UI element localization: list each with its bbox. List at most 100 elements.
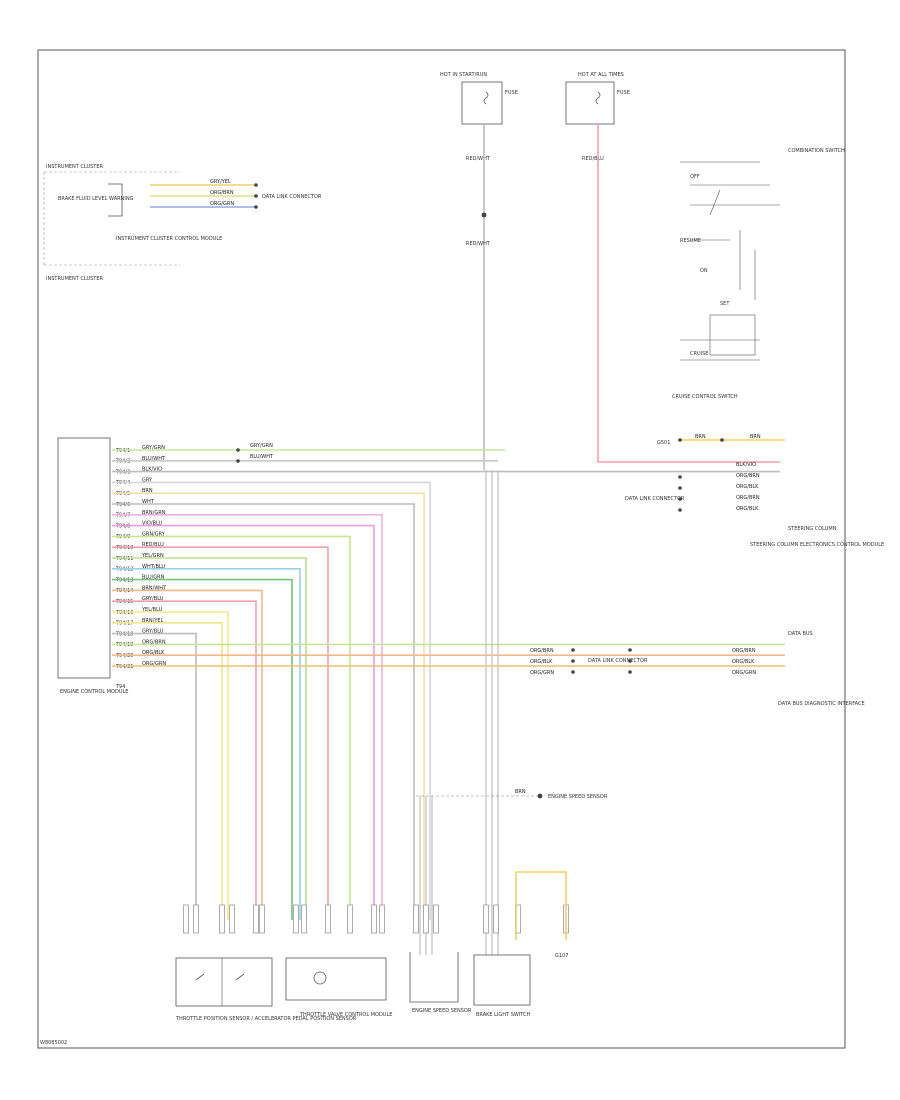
can-left-pin-1 [571, 648, 575, 652]
ecm-wire-label: GRY/BLU [142, 629, 164, 635]
can-left-pin-2 [571, 659, 575, 663]
ecm-wire [112, 513, 383, 920]
ecm-pin-label: T94/8 [115, 523, 130, 529]
ecm-pin-label: T94/13 [115, 577, 133, 583]
fuse-right-symbol [595, 91, 601, 105]
connector-terminal [193, 904, 199, 934]
ecm-wire [112, 546, 329, 920]
connector-terminal [347, 904, 353, 934]
diagram-code: W8085002 [40, 1040, 67, 1046]
brake-ground-label: G107 [555, 953, 568, 959]
ecm-wire-label: ORG/GRN [142, 661, 166, 667]
fuse-right-label: FUSE [617, 90, 630, 96]
ecm-wire-label: BRN [142, 488, 153, 494]
wire-ic-label-2: ORG/BRN [210, 190, 234, 196]
engine-speed-box [409, 952, 459, 1003]
connector-terminal [325, 904, 331, 934]
sc-connector-label: DATA LINK CONNECTOR [625, 496, 685, 502]
ecm-wire-label: GRY [142, 477, 153, 483]
fuse-right-box [565, 81, 615, 125]
connector-terminal [433, 904, 439, 934]
connector-terminal [301, 904, 307, 934]
data-bus: ORG/BRN ORG/BLK ORG/GRN ORG/BRN ORG/BLK … [530, 631, 865, 707]
sc-cm-wire-label-3: ORG/BLK [736, 484, 759, 490]
ecm-wire-label: VIO/BLU [142, 521, 162, 527]
ecm-wire-label: BLK/VIO [142, 467, 162, 473]
ecm-wire [112, 611, 229, 920]
connector-terminal [379, 904, 385, 934]
sc-connector-pin-1 [236, 448, 240, 452]
connector-terminal [229, 904, 235, 934]
ecm-wire-label: GRY/BLU [142, 596, 164, 602]
brake-switch-box [473, 954, 531, 1006]
connector-terminal [483, 904, 489, 934]
brake-light-switch: BRAKE LIGHT SWITCH G107 [473, 871, 568, 1018]
can-right-wire-label-2: ORG/BLK [732, 659, 755, 665]
ic-connector-pin-2 [254, 194, 258, 198]
engine-speed-reference: BRN ENGINE SPEED SENSOR [416, 789, 608, 800]
ecm-wire [112, 589, 263, 920]
tps-box [175, 957, 273, 1007]
ecm-wire [112, 621, 223, 920]
ecm-wire-label: BRN/GRN [142, 510, 166, 516]
tps-caption: THROTTLE POSITION SENSOR / ACCELERATOR P… [175, 1016, 357, 1022]
can-left-wire-label-1: ORG/BRN [530, 648, 554, 654]
can-right-wire-label-1: ORG/BRN [732, 648, 756, 654]
ecm-wire-label: WHT [142, 499, 155, 505]
throttle-module: THROTTLE VALVE CONTROL MODULE [285, 957, 392, 1018]
can-right-pin-2 [628, 659, 632, 663]
ecm-wire [112, 632, 197, 920]
sc-wire-label-2: BLU/WHT [250, 454, 274, 460]
cruise-switch-label-off: OFF [690, 174, 700, 180]
connector-terminal [371, 904, 377, 934]
fuse-left-label: FUSE [505, 90, 518, 96]
throttle-caption: THROTTLE VALVE CONTROL MODULE [299, 1012, 392, 1018]
fuse-left-source-label: HOT IN START/RUN [440, 72, 487, 78]
fuse-right: HOT AT ALL TIMES FUSE RED/BLU [565, 72, 630, 162]
wire-battery-feed [597, 124, 780, 463]
sc-cm-pin-2 [678, 486, 682, 490]
can-left-wire-label-3: ORG/GRN [530, 670, 554, 676]
cruise-switch-label-set: SET [720, 301, 730, 307]
sc-wire-label-1: GRY/GRN [250, 443, 273, 449]
ecm-caption: ENGINE CONTROL MODULE [60, 689, 128, 695]
can-left-pin-3 [571, 670, 575, 674]
engine-speed-sensor: ENGINE SPEED SENSOR [409, 952, 472, 1014]
wire-switch-label-1: BRN [695, 434, 706, 440]
sc-cm-header: STEERING COLUMN [788, 526, 837, 532]
ecm-wire-label: BLU/GRN [142, 575, 165, 581]
cruise-switch-label-cruise: CRUISE [690, 351, 708, 357]
ecm-wire [112, 524, 375, 920]
tps-sensor: THROTTLE POSITION SENSOR / ACCELERATOR P… [175, 957, 357, 1022]
connector-terminal [493, 904, 499, 934]
cruise-switch-label-on: ON [700, 268, 708, 274]
fuse-left-box [461, 81, 503, 125]
ecm-wire [112, 557, 307, 920]
sc-cm-pin-3 [678, 497, 682, 501]
cruise-switch-contact-1 [709, 189, 721, 216]
ecm-wire [112, 567, 301, 920]
wire-ic-label-1: GRY/YEL [210, 179, 231, 185]
wire-switch-label-2: BRN [750, 434, 761, 440]
tps-wiper-symbol [195, 973, 245, 981]
cruise-switch-caption: CRUISE CONTROL SWITCH [672, 394, 738, 400]
ecm-box [57, 437, 111, 679]
ecm-wire [112, 481, 431, 920]
sc-cm-pin-1 [678, 475, 682, 479]
ecm-wire-label: GRY/GRN [142, 445, 165, 451]
engine-speed-ref-label: ENGINE SPEED SENSOR [548, 794, 608, 800]
ecm-wire-label: YEL/BLU [141, 607, 163, 613]
ecm-wire-label: ORG/BLK [142, 650, 165, 656]
sc-connector-pin-2 [236, 459, 240, 463]
ecm-wire-label: GRN/GRY [142, 531, 166, 537]
switch-pin-1 [678, 438, 682, 442]
cruise-switch-label-resume: RESUME [680, 238, 701, 244]
splice-wire-label: RED/WHT [466, 241, 491, 247]
ecm-wire-label: BRN/YEL [142, 618, 164, 624]
sc-cm-wire-label-1: BLK/VIO [736, 462, 756, 468]
instrument-cluster-header: INSTRUMENT CLUSTER [46, 164, 104, 170]
splice-ignition [481, 212, 487, 218]
cruise-switch-block [709, 314, 756, 356]
